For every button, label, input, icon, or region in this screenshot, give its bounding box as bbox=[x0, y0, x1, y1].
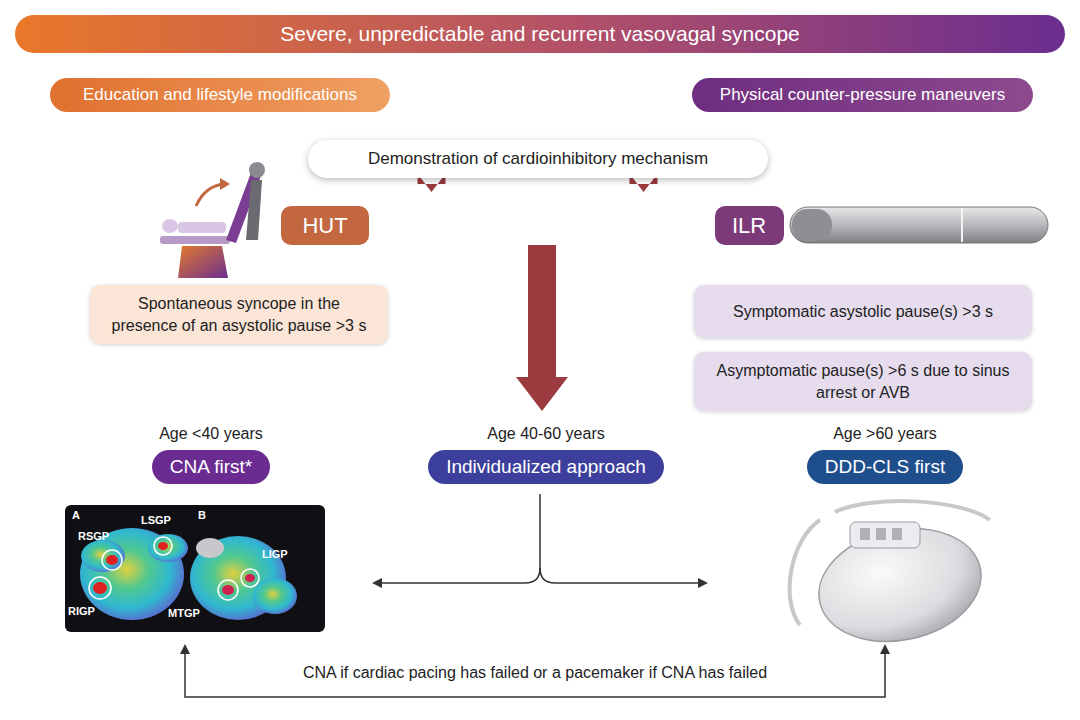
split-bracket bbox=[374, 494, 540, 583]
box-text: Spontaneous syncope in the presence of a… bbox=[104, 293, 374, 336]
age-group: Age <40 yearsCNA first* bbox=[100, 425, 322, 487]
box-text: Demonstration of cardioinhibitory mechan… bbox=[368, 149, 708, 169]
age-heading: Age 40-60 years bbox=[487, 425, 604, 443]
test-box: ILR bbox=[715, 206, 784, 245]
box-text: Severe, unpredictable and recurrent vaso… bbox=[280, 22, 799, 46]
connector bbox=[516, 245, 568, 411]
box-text: Asymptomatic pause(s) >6 s due to sinus … bbox=[708, 360, 1018, 403]
box-text: HUT bbox=[302, 213, 347, 239]
plexus-label: RSGP bbox=[78, 530, 109, 542]
strategy-pill: Individualized approach bbox=[428, 450, 664, 484]
plexus-label: LSGP bbox=[141, 514, 171, 526]
criterion-box: Asymptomatic pause(s) >6 s due to sinus … bbox=[694, 352, 1032, 411]
maneuver-pill: Physical counter-pressure maneuvers bbox=[692, 78, 1033, 112]
crossover-loop bbox=[185, 646, 885, 697]
plexus-label: MTGP bbox=[168, 607, 200, 619]
age-group: Age >60 yearsDDD-CLS first bbox=[765, 425, 1005, 487]
split-bracket bbox=[540, 568, 706, 583]
box-text: Physical counter-pressure maneuvers bbox=[720, 85, 1005, 105]
panel-letter: B bbox=[198, 509, 206, 521]
age-group: Age 40-60 yearsIndividualized approach bbox=[396, 425, 696, 487]
age-heading: Age >60 years bbox=[833, 425, 937, 443]
plexus-label: RIGP bbox=[68, 605, 95, 617]
box-text: ILR bbox=[732, 213, 766, 239]
mechanism-pill: Demonstration of cardioinhibitory mechan… bbox=[308, 140, 768, 178]
pacemaker-figure bbox=[790, 501, 992, 656]
criterion-box: Spontaneous syncope in the presence of a… bbox=[90, 285, 388, 344]
ganglionated-plexi-map bbox=[65, 505, 325, 632]
box-text: Symptomatic asystolic pause(s) >3 s bbox=[733, 301, 993, 323]
plexus-label: LIGP bbox=[262, 548, 288, 560]
criterion-box: Symptomatic asystolic pause(s) >3 s bbox=[694, 285, 1032, 338]
strategy-pill: DDD-CLS first bbox=[807, 450, 963, 484]
ilr-device-figure bbox=[790, 207, 1048, 243]
footnote-text: CNA if cardiac pacing has failed or a pa… bbox=[185, 664, 885, 682]
strategy-pill: CNA first* bbox=[152, 450, 270, 484]
test-box: HUT bbox=[281, 206, 369, 245]
title-band: Severe, unpredictable and recurrent vaso… bbox=[15, 15, 1065, 53]
lifestyle-pill: Education and lifestyle modifications bbox=[50, 78, 390, 112]
tilt-table-figure bbox=[160, 162, 265, 278]
panel-letter: A bbox=[72, 509, 80, 521]
box-text: Education and lifestyle modifications bbox=[83, 85, 357, 105]
age-heading: Age <40 years bbox=[159, 425, 263, 443]
